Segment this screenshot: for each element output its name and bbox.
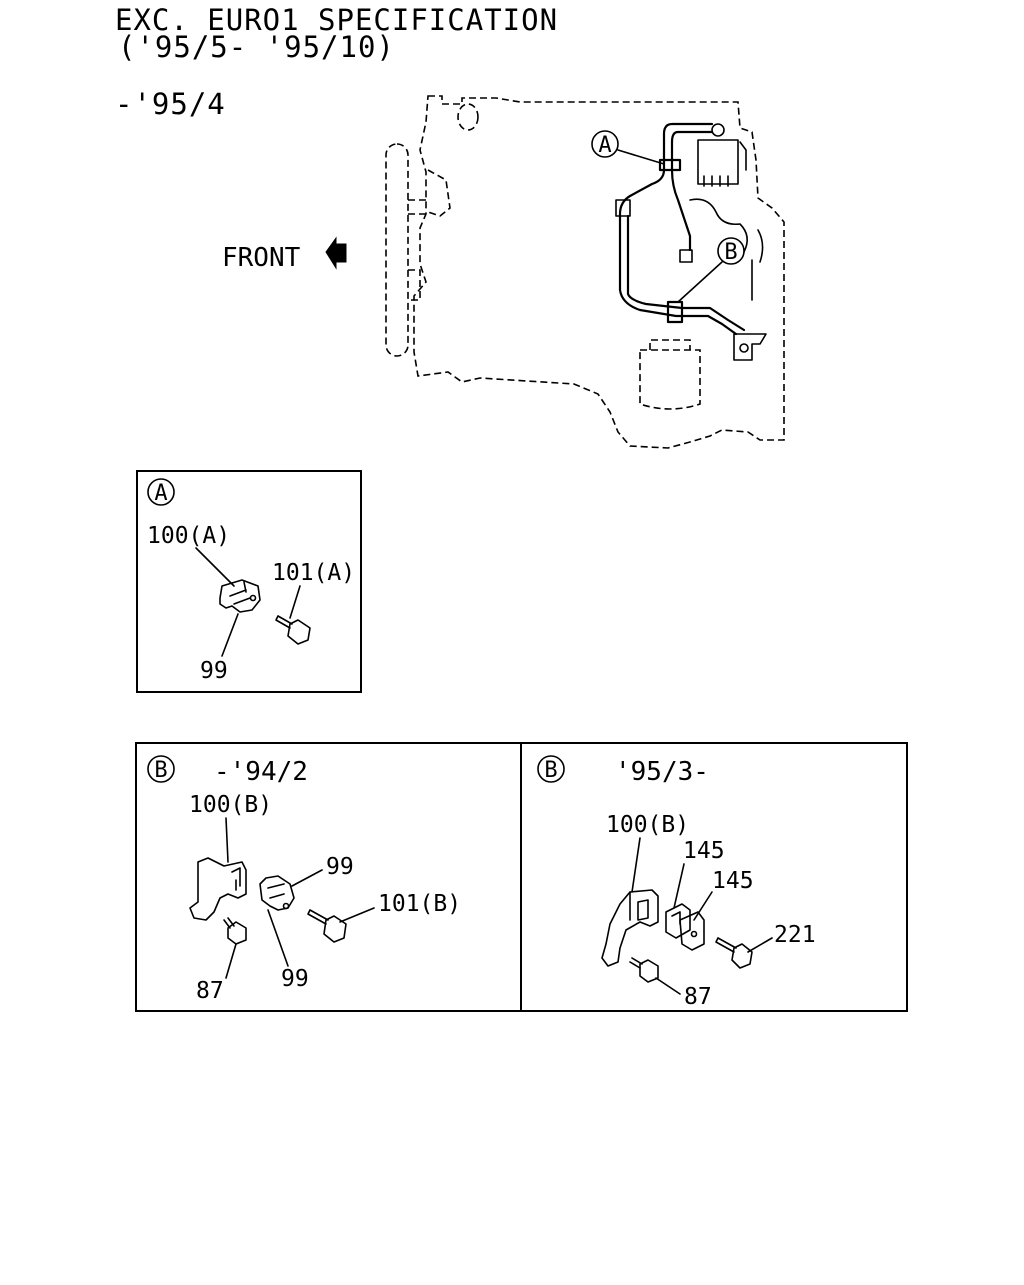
detail-a-marker-circle	[147, 478, 175, 506]
detail-b2-marker-circle	[537, 755, 565, 783]
clamp-99-left	[259, 875, 295, 911]
bolt-101a-shank	[275, 615, 293, 629]
detail-b2-panel: B '95/3- 100(B) 145 145 221 87	[537, 755, 816, 1010]
detail-a-panel: A 100(A) 101(A) 99	[136, 470, 362, 693]
pipe-bracket-main	[733, 333, 767, 361]
leader-101b	[339, 907, 375, 923]
injection-pump	[697, 139, 739, 185]
bolt-87-right-head	[639, 959, 659, 983]
label-145-a: 145	[683, 838, 725, 864]
fuel-pipe-3	[626, 214, 746, 332]
leader-99-a	[221, 613, 239, 657]
bracket-hole	[739, 343, 749, 353]
front-label: FRONT	[222, 243, 301, 273]
bolt-101b-shank	[307, 909, 329, 925]
label-99-bottom: 99	[281, 966, 309, 992]
bracket-100b-right	[601, 889, 659, 967]
label-145-b: 145	[712, 868, 754, 894]
bolt-87-left-head	[227, 921, 247, 945]
leader-101a	[289, 585, 301, 619]
detail-b1-period: -'94/2	[214, 757, 308, 787]
front-arrow-icon	[325, 236, 347, 270]
clip-145-detail	[671, 911, 681, 925]
detail-b-panels: B -'94/2 100(B) 99 101(B) 87 99	[135, 742, 908, 1012]
oil-filter	[639, 349, 701, 410]
leader-145-b	[693, 891, 713, 921]
clip-145-hole	[690, 930, 698, 938]
bolt-101b-head	[323, 915, 347, 943]
label-100b-left: 100(B)	[189, 792, 272, 818]
label-99-top: 99	[326, 854, 354, 880]
label-101b: 101(B)	[378, 891, 461, 917]
pipe-joint	[615, 199, 631, 217]
leader-145-a	[673, 863, 685, 909]
leader-100b-left	[225, 817, 229, 863]
detail-b1-panel: B -'94/2 100(B) 99 101(B) 87 99	[147, 755, 461, 1004]
detail-b1-marker-circle	[147, 755, 175, 783]
title-line-1: EXC. EURO1 SPECIFICATION	[115, 3, 558, 37]
engine-outline	[413, 95, 785, 449]
clip-100a-detail	[229, 581, 251, 605]
label-100b-right: 100(B)	[606, 812, 689, 838]
clamp-99-left-detail	[267, 883, 285, 899]
label-221: 221	[774, 922, 816, 948]
main-period-label: -'95/4	[115, 87, 226, 121]
bolt-221-shank	[715, 937, 737, 953]
pump-fitting	[711, 123, 725, 137]
clip-145-b	[679, 911, 705, 951]
bolt-101a-head	[287, 619, 311, 645]
detail-b1-marker: B	[154, 758, 167, 783]
clip-100a	[219, 579, 261, 613]
leader-99-bottom	[267, 909, 289, 967]
clip-100a-hole	[249, 594, 257, 602]
callout-a-circle	[591, 130, 619, 158]
callout-a-leader	[617, 149, 665, 165]
leader-100a	[195, 547, 235, 587]
clamp-a-main	[658, 158, 682, 172]
detail-a-marker: A	[154, 481, 167, 506]
detail-b2-marker: B	[544, 758, 557, 783]
engine-detail-right	[689, 198, 748, 253]
engine-detail-left	[427, 169, 451, 217]
detail-a-frame	[136, 470, 362, 693]
callout-b-circle	[717, 237, 745, 265]
front-cover-detail	[408, 199, 426, 301]
title-line-2: ('95/5- '95/10)	[118, 30, 395, 64]
fuel-pipe-1	[618, 122, 738, 336]
label-99-a: 99	[200, 658, 228, 684]
leader-87-left	[225, 943, 237, 979]
engine-main-view: FRONT A B	[222, 95, 785, 449]
oil-filter-top	[649, 339, 691, 350]
front-pulley	[385, 143, 409, 357]
label-87-right: 87	[684, 984, 712, 1010]
pump-edge	[739, 141, 747, 171]
label-100a: 100(A)	[147, 523, 230, 549]
leader-221	[747, 937, 773, 953]
leader-99-top	[291, 869, 323, 887]
clip-145-a	[665, 903, 691, 939]
oil-filler	[457, 103, 479, 131]
bracket-100b-left-detail	[231, 867, 241, 891]
callout-a-label: A	[598, 133, 611, 158]
callout-b-leader	[677, 261, 723, 303]
engine-detail-right-2	[751, 229, 764, 301]
bracket-100b-right-slot	[637, 899, 649, 921]
clamp-99-left-hole	[282, 902, 290, 910]
bracket-100b-left	[189, 857, 247, 921]
label-101a: 101(A)	[272, 560, 355, 586]
clamp-b-main	[666, 300, 684, 324]
label-87-left: 87	[196, 978, 224, 1004]
fuel-pipe-2	[670, 130, 714, 252]
leader-87-right	[655, 977, 681, 995]
bolt-221-head	[731, 943, 753, 969]
leader-100b-right	[631, 837, 641, 893]
detail-b2-period: '95/3-	[615, 757, 709, 787]
pump-fins	[703, 175, 729, 187]
pipe-end-fitting	[679, 249, 693, 263]
callout-b-label: B	[724, 240, 737, 265]
